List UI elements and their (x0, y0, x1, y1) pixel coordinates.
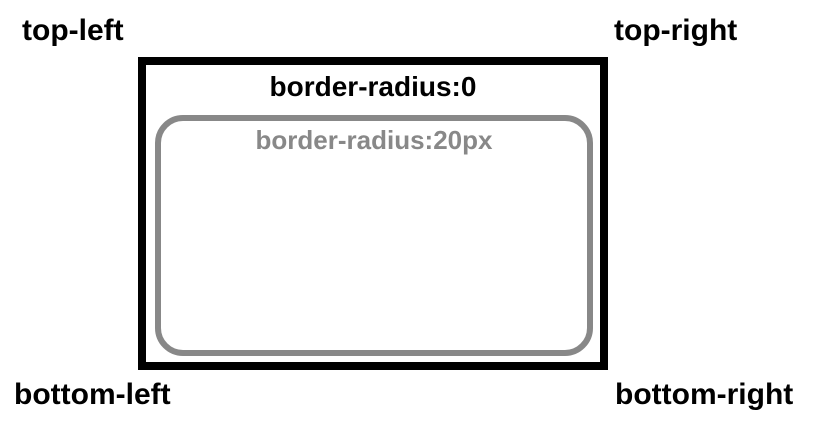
outer-square-box: border-radius:0 border-radius:20px (138, 57, 608, 370)
bottom-left-label: bottom-left (14, 378, 171, 411)
bottom-right-label: bottom-right (615, 378, 794, 411)
inner-box-caption: border-radius:20px (255, 125, 493, 155)
top-left-label: top-left (22, 14, 124, 47)
top-right-label: top-right (614, 14, 738, 47)
outer-box-caption: border-radius:0 (269, 71, 477, 102)
inner-rounded-box: border-radius:20px (155, 115, 593, 356)
